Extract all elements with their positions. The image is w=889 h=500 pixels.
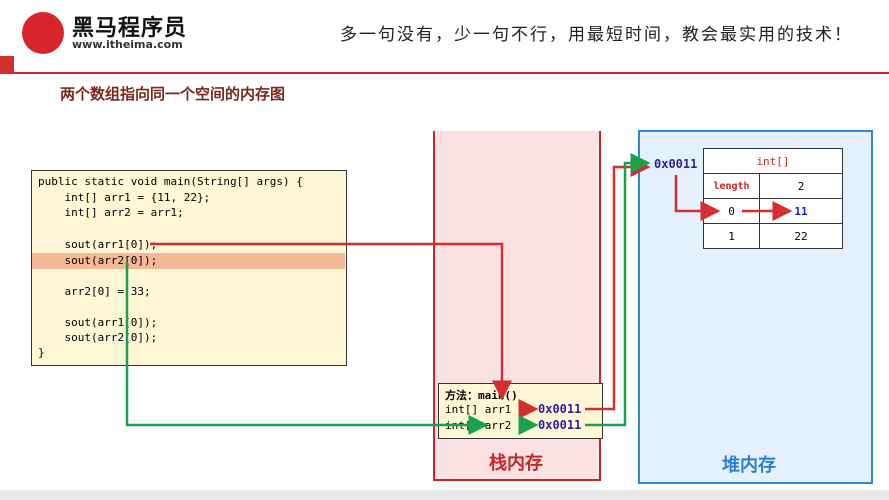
arrow-address-to-index0 [674, 175, 721, 221]
code-highlight-line [32, 253, 345, 269]
code-line-arr2-decl: int[] arr2 = arr1; [38, 206, 184, 219]
slogan: 多一句没有，少一句不行，用最短时间，教会最实用的技术！ [340, 25, 853, 45]
heap-array-address: 0x0011 [654, 157, 698, 171]
code-line-print-arr2: sout(arr2[0]); [38, 254, 158, 267]
bottom-bar [0, 490, 889, 500]
header-accent-bar [0, 56, 14, 74]
brand-url: www.itheima.com [72, 38, 183, 51]
code-line-print-arr2-again: sout(arr2[0]); [38, 331, 158, 344]
logo-icon [22, 12, 64, 54]
code-line-print-arr1: sout(arr1[0]); [38, 238, 158, 251]
code-line-arr1-decl: int[] arr1 = {11, 22}; [38, 191, 211, 204]
array-value: 22 [759, 223, 843, 249]
code-line-print-arr1-again: sout(arr1[0]); [38, 316, 158, 329]
code-line-close: } [38, 346, 45, 359]
arrow-arr2-to-heap [585, 153, 651, 427]
header-divider [14, 72, 889, 74]
stack-var-arr2-value: 0x0011 [538, 418, 582, 432]
stack-memory-label: 栈内存 [489, 453, 543, 474]
code-line-main: public static void main(String[] args) { [38, 175, 303, 188]
stack-var-arr1-name: int[] arr1 [445, 403, 512, 416]
array-index: 1 [703, 223, 760, 249]
slide-title: 两个数组指向同一个空间的内存图 [60, 85, 286, 103]
arrow-arr1-to-heap [585, 157, 651, 411]
arrow-print-arr2-to-stack [125, 262, 489, 435]
heap-memory-label: 堆内存 [722, 455, 776, 476]
brand-name: 黑马程序员 [72, 16, 188, 41]
code-line-assign: arr2[0] = 33; [38, 285, 151, 298]
stack-var-arr1-value: 0x0011 [538, 402, 582, 416]
arrow-print-arr1-to-stack [150, 242, 512, 401]
